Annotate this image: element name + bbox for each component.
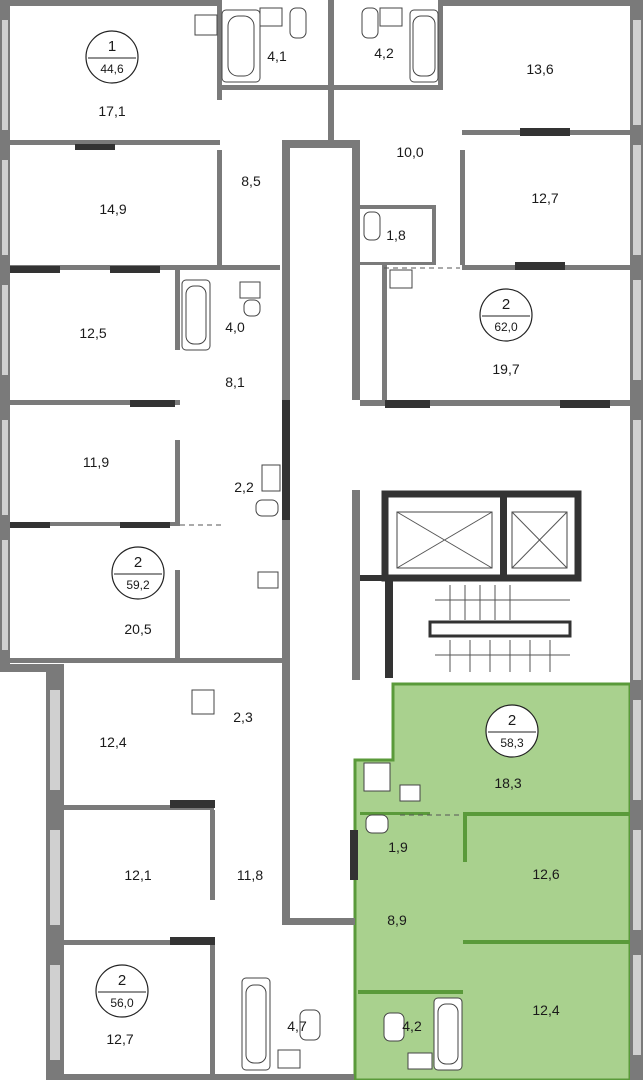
room-area-label: 8,5 xyxy=(241,173,261,189)
apartment-rooms-count: 2 xyxy=(502,296,510,313)
room-area-label: 12,5 xyxy=(79,325,106,341)
zone-dashes xyxy=(180,267,463,816)
room-area-label: 12,1 xyxy=(124,867,151,883)
room-area-label: 4,2 xyxy=(374,45,394,61)
room-area-label: 1,8 xyxy=(386,227,406,243)
room-labels: 17,1 4,1 4,2 13,6 8,5 10,0 14,9 12,7 1,8… xyxy=(79,45,559,1047)
apartment-badge-4[interactable]: 2 58,3 xyxy=(485,704,539,758)
room-area-label: 12,4 xyxy=(99,734,126,750)
windows xyxy=(2,20,641,1060)
apartment-total-area: 44,6 xyxy=(100,62,124,76)
room-area-label: 18,3 xyxy=(494,775,521,791)
room-area-label: 12,7 xyxy=(531,190,558,206)
corridor-walls xyxy=(282,140,360,925)
apartment-total-area: 56,0 xyxy=(110,996,134,1010)
room-area-label: 19,7 xyxy=(492,361,519,377)
bathroom-fixtures xyxy=(181,7,463,1071)
apartment-badge-2[interactable]: 2 62,0 xyxy=(479,288,533,342)
room-area-label: 2,2 xyxy=(234,479,254,495)
interior-walls-right xyxy=(334,0,632,680)
room-area-label: 11,8 xyxy=(237,867,263,883)
interior-walls-left xyxy=(10,0,334,1075)
room-area-label: 12,7 xyxy=(106,1031,133,1047)
room-area-label: 17,1 xyxy=(98,103,125,119)
apartment-badge-5[interactable]: 2 56,0 xyxy=(95,964,149,1018)
room-area-label: 2,3 xyxy=(233,709,253,725)
apartment-rooms-count: 2 xyxy=(508,712,516,729)
room-area-label: 11,9 xyxy=(83,454,109,470)
room-area-label: 12,4 xyxy=(532,1002,559,1018)
apartment-badge-3[interactable]: 2 59,2 xyxy=(111,546,165,600)
room-area-label: 12,6 xyxy=(532,866,559,882)
apartment-total-area: 59,2 xyxy=(126,578,150,592)
room-area-label: 4,7 xyxy=(287,1018,307,1034)
elevator-core xyxy=(360,490,582,678)
room-area-label: 13,6 xyxy=(526,61,553,77)
apartment-badge-1[interactable]: 1 44,6 xyxy=(85,30,139,84)
room-area-label: 1,9 xyxy=(388,839,408,855)
room-area-label: 14,9 xyxy=(99,201,126,217)
apartment-rooms-count: 2 xyxy=(134,554,142,571)
room-area-label: 10,0 xyxy=(396,144,423,160)
room-area-label: 4,0 xyxy=(225,319,245,335)
apartment-total-area: 62,0 xyxy=(494,320,518,334)
room-area-label: 4,1 xyxy=(267,48,287,64)
apartment-rooms-count: 1 xyxy=(108,38,116,55)
apartment-total-area: 58,3 xyxy=(500,736,524,750)
room-area-label: 8,1 xyxy=(225,374,245,390)
room-area-label: 20,5 xyxy=(124,621,151,637)
apartment-rooms-count: 2 xyxy=(118,972,126,989)
room-area-label: 8,9 xyxy=(387,912,407,928)
room-area-label: 4,2 xyxy=(402,1018,422,1034)
